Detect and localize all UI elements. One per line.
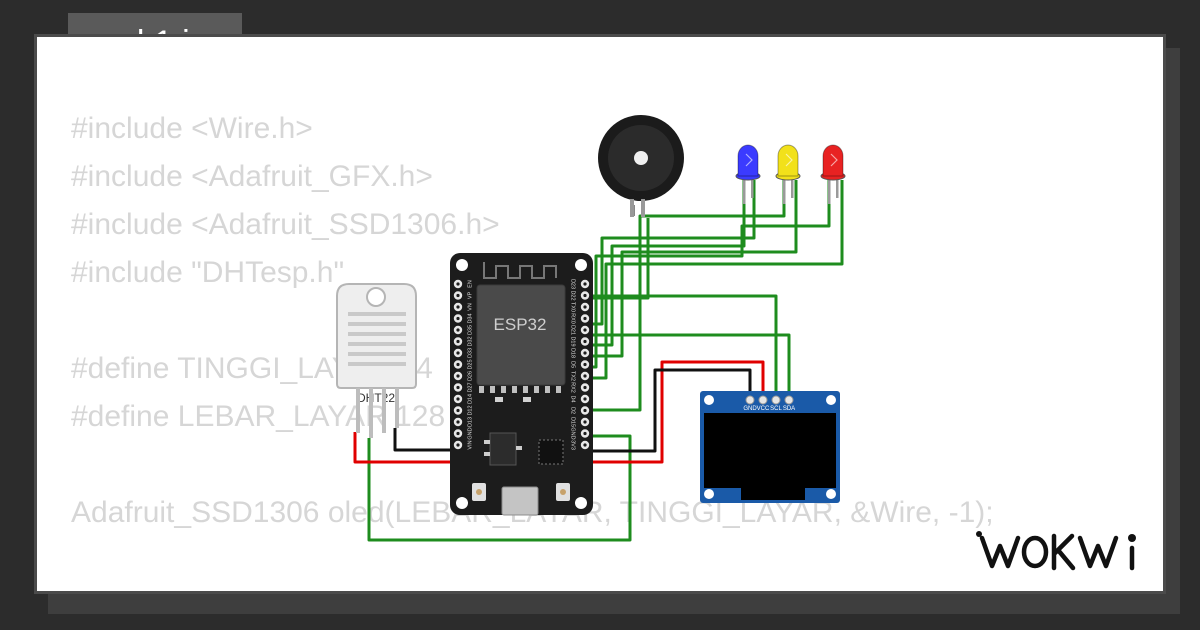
wire-green [585, 180, 798, 358]
usb-port [501, 486, 539, 516]
led-red[interactable] [820, 144, 846, 204]
esp32-pin-label: D12 [467, 405, 473, 415]
esp32-pin-label: D14 [467, 394, 473, 404]
esp32-pin-label: D4 [570, 395, 576, 402]
code-line: #include <Wire.h> [71, 112, 313, 145]
oled-pin-label: SCL [770, 406, 782, 412]
buzzer[interactable] [598, 115, 684, 217]
oled-pin[interactable] [758, 395, 768, 405]
esp32-pin-label: D21 [570, 325, 576, 335]
esp32-pin-label: D5 [570, 361, 576, 368]
oled-pin-label: SDA [783, 406, 795, 412]
oled-pin[interactable] [771, 395, 781, 405]
oled-screen [704, 413, 836, 488]
esp32-pin-label: TX0 [570, 302, 576, 312]
oled-pin-label: VCC [757, 406, 770, 412]
esp32-pin-label: D19 [570, 336, 576, 346]
esp32-pin-label: D22 [570, 290, 576, 300]
esp32-pin-label: TX2 [570, 371, 576, 381]
dht22-label: DHT22 [357, 391, 395, 405]
esp32-pin-label: D32 [467, 336, 473, 346]
wire-green [367, 434, 632, 542]
esp32-label: ESP32 [494, 315, 547, 334]
esp32-pin-label: D26 [467, 371, 473, 381]
oled-pin[interactable] [745, 395, 755, 405]
wire-green [585, 180, 831, 369]
wokwi-logo [976, 531, 1136, 571]
esp32-pin-label: D33 [467, 348, 473, 358]
led-blue[interactable] [735, 144, 761, 204]
esp32-pin-label: GND [467, 427, 473, 439]
led-yellow[interactable] [775, 144, 801, 204]
esp32-pin-label: 3V3 [570, 440, 576, 450]
oled-pin[interactable] [784, 395, 794, 405]
esp32-pin-label: D15 [570, 417, 576, 427]
dht22-sensor[interactable]: DHT22 [336, 283, 417, 438]
code-line: #include <Adafruit_SSD1306.h> [71, 208, 500, 241]
code-line: #include <Adafruit_GFX.h> [71, 160, 433, 193]
esp32-pin-label: D27 [467, 382, 473, 392]
card-shadow-side [1166, 48, 1180, 614]
esp32-pin-label: RX0 [570, 313, 576, 324]
wire-black [393, 428, 458, 452]
esp32-pin-label: D2 [570, 407, 576, 414]
esp32-pin-label: D13 [467, 417, 473, 427]
esp32-pin-label: D34 [467, 313, 473, 323]
wire-green [585, 180, 844, 380]
code-line: #define LEBAR_LAYAR 128 [71, 400, 446, 433]
esp32-pin-label: VN [467, 303, 473, 311]
esp32-pin-headers: ENVPVND34D35D32D33D25D26D27D14D12D13GNDV… [453, 279, 590, 450]
card-shadow [48, 594, 1166, 614]
wire-red [585, 360, 765, 464]
wire-red [353, 432, 458, 464]
esp32-pin-label: D25 [467, 359, 473, 369]
esp32-pin-label: EN [467, 280, 473, 288]
esp32-pin-label: GND [570, 427, 576, 439]
wire-green [585, 333, 791, 400]
esp32-pin-label: VIN [467, 440, 473, 449]
esp32-module [476, 284, 566, 386]
esp32-pin-label: RX2 [570, 382, 576, 393]
code-line: #include "DHTesp.h" [71, 256, 345, 289]
wire-black [585, 368, 752, 453]
esp32-pin-label: D23 [570, 279, 576, 289]
esp32-pin-label: VP [467, 292, 473, 300]
oled-pin-label: GND [743, 406, 757, 412]
wire-green [585, 294, 778, 400]
wire-green [585, 180, 746, 347]
esp32-pin-label: D18 [570, 348, 576, 358]
esp32-pin-label: D35 [467, 325, 473, 335]
esp32-board[interactable]: ESP32 ENVPVND34D35D32D33D25D26D27D14D12D… [450, 253, 593, 516]
